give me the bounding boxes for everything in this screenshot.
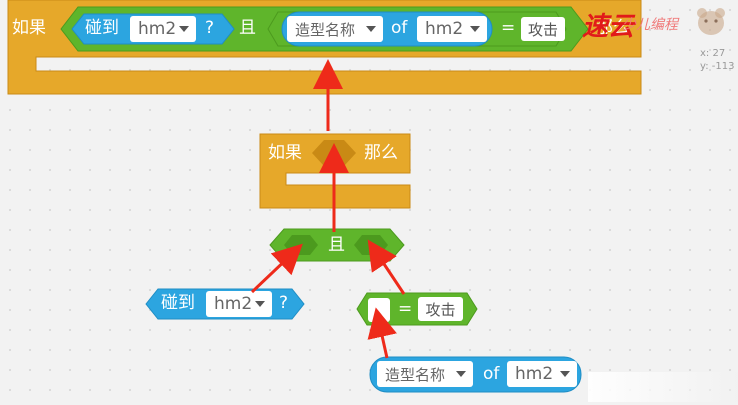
question-mark: ?	[205, 18, 215, 38]
if-label: 如果	[12, 18, 46, 38]
if-then-block-top[interactable]: 如果 碰到 hm2 ? 且 造型名称 of hm2 = 攻击 那么	[0, 0, 738, 100]
touching-label: 碰到	[161, 293, 195, 313]
caret-down-icon	[366, 26, 376, 32]
caret-down-icon	[560, 371, 570, 377]
if-label: 如果	[268, 143, 302, 163]
caret-down-icon	[470, 26, 480, 32]
attribute-dropdown[interactable]: 造型名称	[287, 16, 383, 42]
attribute-dropdown[interactable]: 造型名称	[377, 361, 473, 387]
equals-label: =	[398, 299, 413, 319]
attribute-value: 造型名称	[385, 365, 446, 384]
watermark-sub: 少儿编程	[622, 17, 678, 33]
of-label: of	[391, 18, 408, 38]
y-coordinate: y: -113	[700, 61, 735, 72]
x-coordinate: x: 27	[700, 48, 726, 59]
equals-operator-block[interactable]: = 攻击	[355, 290, 481, 328]
blur-artifact	[588, 372, 738, 402]
sprite-dropdown[interactable]: hm2	[130, 16, 196, 42]
mascot-icon	[694, 6, 728, 36]
and-label: 且	[239, 18, 256, 38]
then-label: 那么	[364, 143, 398, 163]
compare-input[interactable]: 攻击	[521, 17, 565, 41]
touching-label: 碰到	[85, 18, 119, 38]
left-operand-slot[interactable]	[286, 235, 316, 255]
of-sprite-dropdown[interactable]: hm2	[417, 16, 487, 42]
sprite-value: hm2	[138, 19, 177, 39]
then-label: 那么	[596, 18, 630, 38]
question-mark: ?	[279, 293, 289, 313]
attribute-value: 造型名称	[295, 20, 356, 39]
equals-label: =	[501, 18, 516, 38]
sprite-dropdown[interactable]: hm2	[206, 291, 272, 317]
right-operand-slot[interactable]	[356, 235, 386, 255]
and-label: 且	[328, 235, 345, 255]
if-then-block-empty[interactable]: 如果 那么	[258, 131, 418, 211]
of-sprite-value: hm2	[425, 19, 464, 39]
empty-condition-slot[interactable]	[314, 140, 354, 166]
sprite-value: hm2	[214, 294, 253, 314]
of-sprite-dropdown[interactable]: hm2	[507, 361, 577, 387]
of-label: of	[483, 364, 500, 384]
of-sprite-value: hm2	[515, 364, 554, 384]
touching-sensing-block[interactable]: 碰到 hm2 ?	[144, 287, 308, 321]
of-sensing-reporter[interactable]: 造型名称 of hm2	[369, 356, 583, 394]
caret-down-icon	[179, 26, 189, 32]
and-operator-block[interactable]: 且	[268, 226, 408, 264]
caret-down-icon	[456, 371, 466, 377]
watermark-main: 速云	[582, 12, 635, 42]
compare-input[interactable]: 攻击	[418, 297, 463, 321]
caret-down-icon	[255, 301, 265, 307]
empty-left-input[interactable]	[368, 298, 390, 322]
